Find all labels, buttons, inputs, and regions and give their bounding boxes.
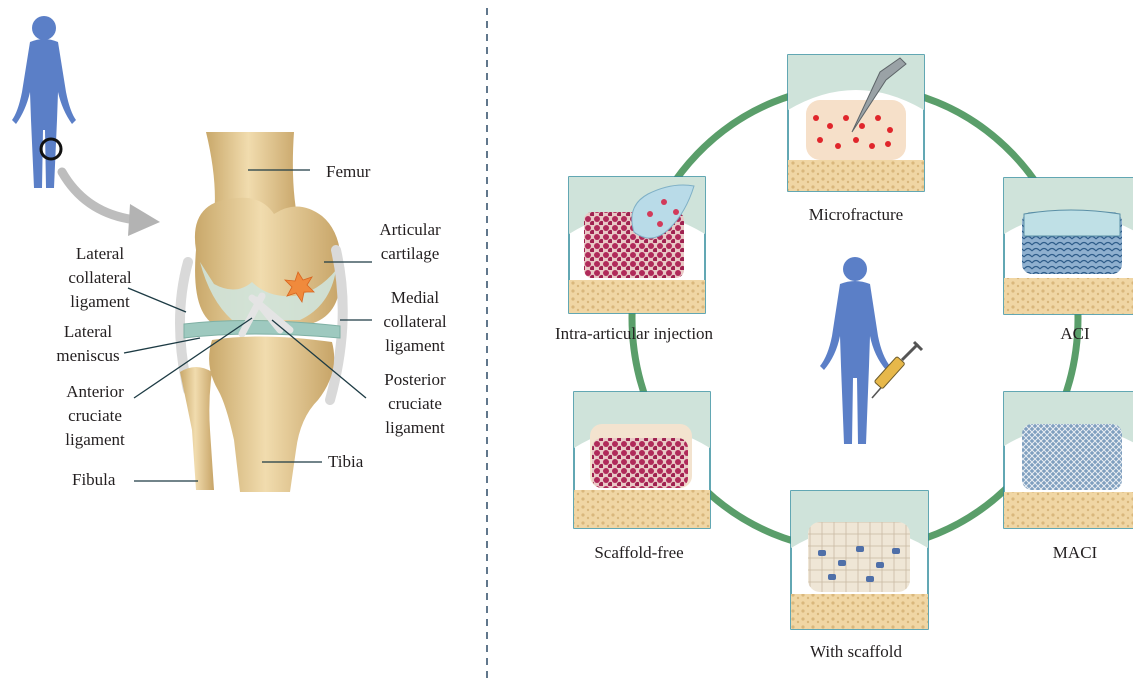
label-mcl-line3: ligament xyxy=(360,334,470,358)
label-acl-line1: Anterior xyxy=(40,380,150,404)
scaffold-free-panel xyxy=(574,392,710,528)
label-meniscus-line2: meniscus xyxy=(38,344,138,368)
label-mcl-line1: Medial xyxy=(360,286,470,310)
label-meniscus-line1: Lateral xyxy=(38,320,138,344)
zoom-arrowhead-icon xyxy=(128,204,160,236)
label-acl-line3: ligament xyxy=(40,428,150,452)
label-tibia: Tibia xyxy=(328,450,363,474)
label-mcl-line2: collateral xyxy=(360,310,470,334)
label-aci: ACI xyxy=(1040,322,1110,346)
label-pcl-line1: Posterior xyxy=(360,368,470,392)
zoom-arrow-icon xyxy=(62,172,136,220)
tibia-bone xyxy=(209,336,334,492)
label-lateral-collateral-ligament: Lateral collateral ligament xyxy=(40,242,160,314)
label-articular-cartilage: Articular cartilage xyxy=(362,218,458,266)
maci-panel xyxy=(1004,392,1133,528)
label-microfracture: Microfracture xyxy=(776,203,936,227)
label-articular-cartilage-line1: Articular xyxy=(362,218,458,242)
label-maci: MACI xyxy=(1030,541,1120,565)
label-with-scaffold: With scaffold xyxy=(776,640,936,664)
label-medial-collateral-ligament: Medial collateral ligament xyxy=(360,286,470,358)
label-posterior-cruciate-ligament: Posterior cruciate ligament xyxy=(360,368,470,440)
body-figure-small-icon xyxy=(12,16,76,188)
label-femur: Femur xyxy=(326,160,370,184)
label-acl-line2: cruciate xyxy=(40,404,150,428)
knee-joint-illustration xyxy=(180,132,343,492)
lateral-meniscus xyxy=(184,320,340,338)
label-pcl-line3: ligament xyxy=(360,416,470,440)
label-articular-cartilage-line2: cartilage xyxy=(362,242,458,266)
fibula-bone xyxy=(180,367,214,490)
label-fibula: Fibula xyxy=(72,468,115,492)
label-lcl-line2: collateral xyxy=(40,266,160,290)
label-scaffold-free: Scaffold-free xyxy=(564,541,714,565)
label-lateral-meniscus: Lateral meniscus xyxy=(38,320,138,368)
microfracture-panel xyxy=(788,55,924,191)
injection-panel xyxy=(569,177,705,313)
aci-panel xyxy=(1004,178,1133,314)
label-intra-articular-injection: Intra-articular injection xyxy=(520,322,748,346)
label-lcl-line3: ligament xyxy=(40,290,160,314)
with-scaffold-panel xyxy=(791,491,928,629)
body-figure-center-icon xyxy=(820,257,890,444)
label-pcl-line2: cruciate xyxy=(360,392,470,416)
label-lcl-line1: Lateral xyxy=(40,242,160,266)
label-anterior-cruciate-ligament: Anterior cruciate ligament xyxy=(40,380,150,452)
